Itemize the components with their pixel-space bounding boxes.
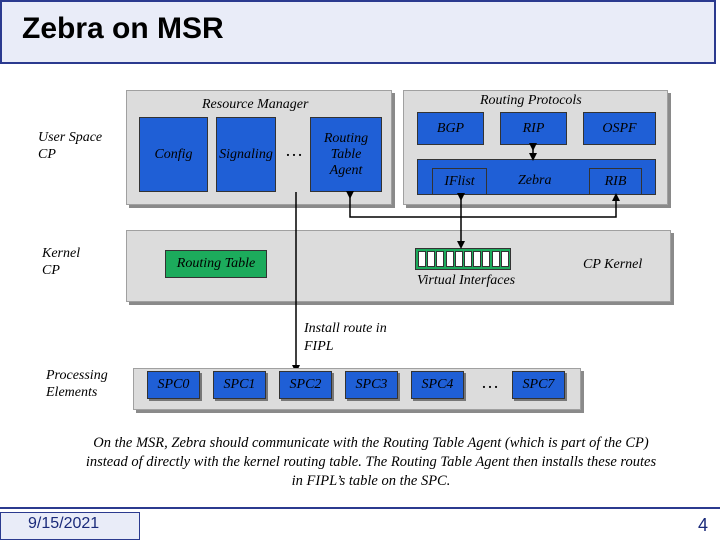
spc7-box: SPC7: [512, 371, 565, 399]
zebra-label: Zebra: [518, 173, 552, 188]
bgp-box: BGP: [417, 112, 484, 145]
page-number: 4: [697, 515, 708, 535]
label-processing: Processing Elements: [46, 368, 108, 400]
label-user-space: User Space CP: [38, 130, 103, 162]
install-route-label: Install route in FIPL: [304, 321, 387, 354]
footer-line: [0, 507, 720, 509]
virtual-interface-cell: [427, 251, 436, 267]
virtual-interface-cell: [482, 251, 491, 267]
routing-protocols-title: Routing Protocols: [480, 93, 582, 108]
caption-text: On the MSR, Zebra should communicate wit…: [85, 435, 657, 489]
virtual-interfaces-cells: [418, 251, 510, 267]
rta-rib-arrow: [346, 191, 620, 218]
rip-box: RIP: [500, 112, 567, 145]
spc4-box: SPC4: [411, 371, 464, 399]
spc2-box: SPC2: [279, 371, 332, 399]
slide-title: Zebra on MSR: [22, 12, 224, 45]
virtual-interface-cell: [473, 251, 482, 267]
config-box: Config: [139, 117, 208, 192]
rib-box: RIB: [589, 168, 642, 195]
virtual-interface-cell: [491, 251, 500, 267]
virtual-interface-cell: [445, 251, 454, 267]
title-bar: [0, 0, 716, 64]
spc0-box: SPC0: [147, 371, 200, 399]
ospf-box: OSPF: [583, 112, 656, 145]
resource-ellipsis: …: [285, 140, 303, 160]
iflist-box: IFlist: [432, 168, 487, 195]
cp-kernel-label: CP Kernel: [583, 257, 643, 272]
resource-manager-title: Resource Manager: [202, 97, 309, 112]
virtual-interface-cell: [454, 251, 463, 267]
virtual-interface-cell: [500, 251, 509, 267]
spc1-box: SPC1: [213, 371, 266, 399]
footer-date: 9/15/2021: [28, 515, 100, 532]
virtual-interface-cell: [418, 251, 426, 267]
signaling-box: Signaling: [216, 117, 276, 192]
routing-table-box: Routing Table: [165, 250, 267, 278]
spc-ellipsis: …: [481, 372, 499, 392]
virtual-interfaces-label: Virtual Interfaces: [417, 273, 516, 288]
virtual-interface-cell: [436, 251, 445, 267]
label-kernel: Kernel CP: [42, 246, 81, 278]
virtual-interface-cell: [464, 251, 472, 267]
spc3-box: SPC3: [345, 371, 398, 399]
